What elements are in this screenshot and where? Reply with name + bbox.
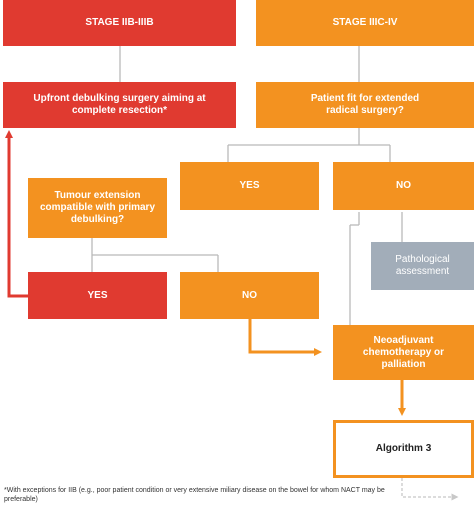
neoadjuvant-label: Neoadjuvant chemotherapy or palliation	[362, 334, 445, 370]
patient-fit-box: Patient fit for extended radical surgery…	[256, 82, 474, 128]
pathological-assessment-box: Pathological assessment	[371, 242, 474, 290]
extension-yes-label: YES	[87, 289, 108, 301]
tumour-extension-box: Tumour extension compatible with primary…	[28, 178, 167, 238]
pathological-assessment-label: Pathological assessment	[395, 254, 450, 277]
fit-no-label: NO	[396, 180, 411, 191]
footnote: *With exceptions for IIB (e.g., poor pat…	[4, 487, 385, 503]
algorithm-3-box: Algorithm 3	[333, 420, 474, 478]
extension-no-box: NO	[180, 272, 319, 319]
extension-no-label: NO	[242, 289, 257, 301]
neoadjuvant-box: Neoadjuvant chemotherapy or palliation	[333, 325, 474, 380]
upfront-debulking-label: Upfront debulking surgery aiming at comp…	[33, 93, 206, 116]
fit-yes-box: YES	[180, 162, 319, 210]
stage-iiic-iv-label: STAGE IIIC-IV	[332, 17, 398, 28]
stage-iib-iiib-label: STAGE IIB-IIIB	[85, 17, 154, 28]
fit-no-box: NO	[333, 162, 474, 210]
upfront-debulking-box: Upfront debulking surgery aiming at comp…	[3, 82, 236, 128]
fit-yes-label: YES	[239, 180, 260, 191]
stage-iiic-iv-box: STAGE IIIC-IV	[256, 0, 474, 46]
stage-iib-iiib-box: STAGE IIB-IIIB	[3, 0, 236, 46]
algorithm-3-label: Algorithm 3	[375, 443, 432, 454]
patient-fit-label: Patient fit for extended radical surgery…	[310, 93, 420, 116]
extension-yes-box: YES	[28, 272, 167, 319]
tumour-extension-label: Tumour extension compatible with primary…	[39, 190, 156, 225]
